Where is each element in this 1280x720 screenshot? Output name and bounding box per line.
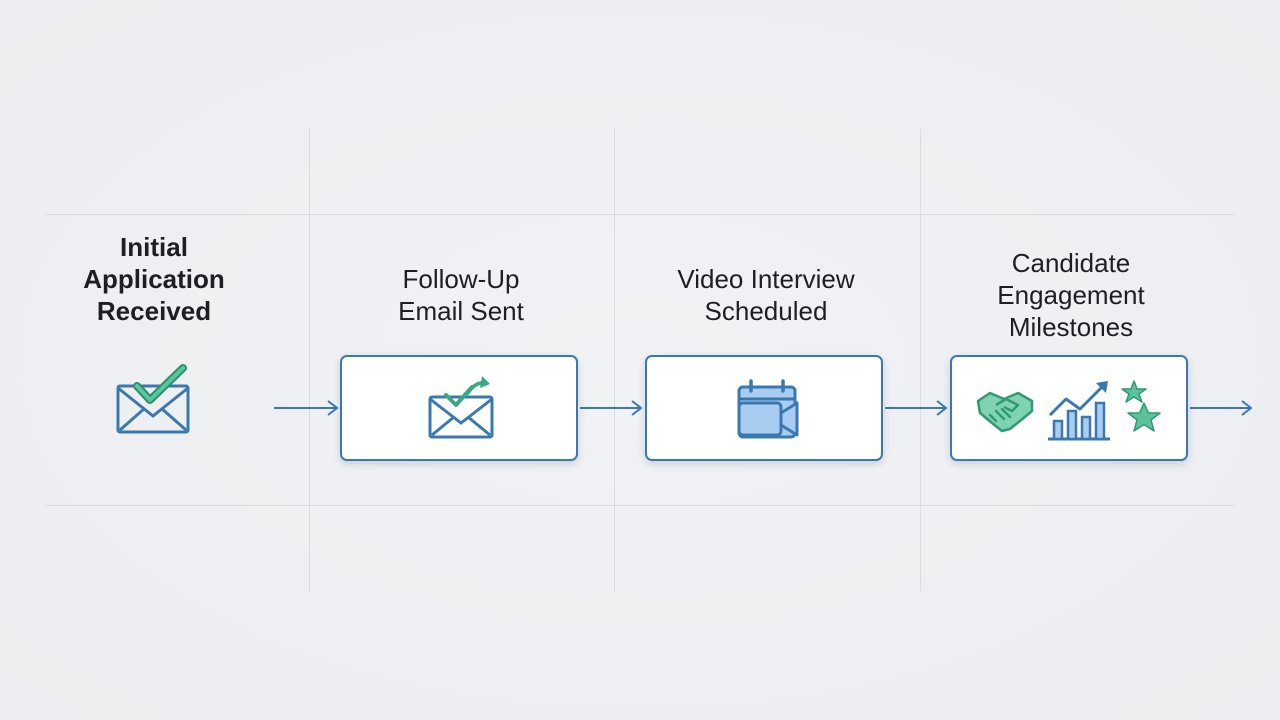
stars-icon	[1121, 380, 1161, 432]
grid-line-top	[45, 214, 1235, 215]
grid-line-col-3	[920, 128, 921, 592]
arrow-2	[580, 400, 643, 416]
arrow-1	[274, 400, 339, 416]
stage-3-title: Video Interview Scheduled	[677, 264, 855, 326]
growth-chart-icon	[1048, 381, 1110, 441]
stage-3-box	[645, 355, 883, 461]
handshake-icon	[976, 391, 1034, 433]
stage-1-title: Initial Application Received	[83, 232, 225, 326]
stage-2-box	[340, 355, 578, 461]
stage-2-title: Follow-Up Email Sent	[398, 264, 524, 326]
envelope-check-icon	[116, 364, 190, 434]
grid-line-col-2	[614, 128, 615, 592]
stage-4-box	[950, 355, 1188, 461]
arrow-3	[885, 400, 948, 416]
stage-4-title: Candidate Engagement Milestones	[997, 248, 1145, 342]
calendar-video-icon	[737, 379, 799, 439]
grid-line-bottom	[45, 505, 1235, 506]
grid-line-col-1	[309, 128, 310, 592]
envelope-send-check-icon	[428, 376, 494, 439]
arrow-4	[1190, 400, 1253, 416]
